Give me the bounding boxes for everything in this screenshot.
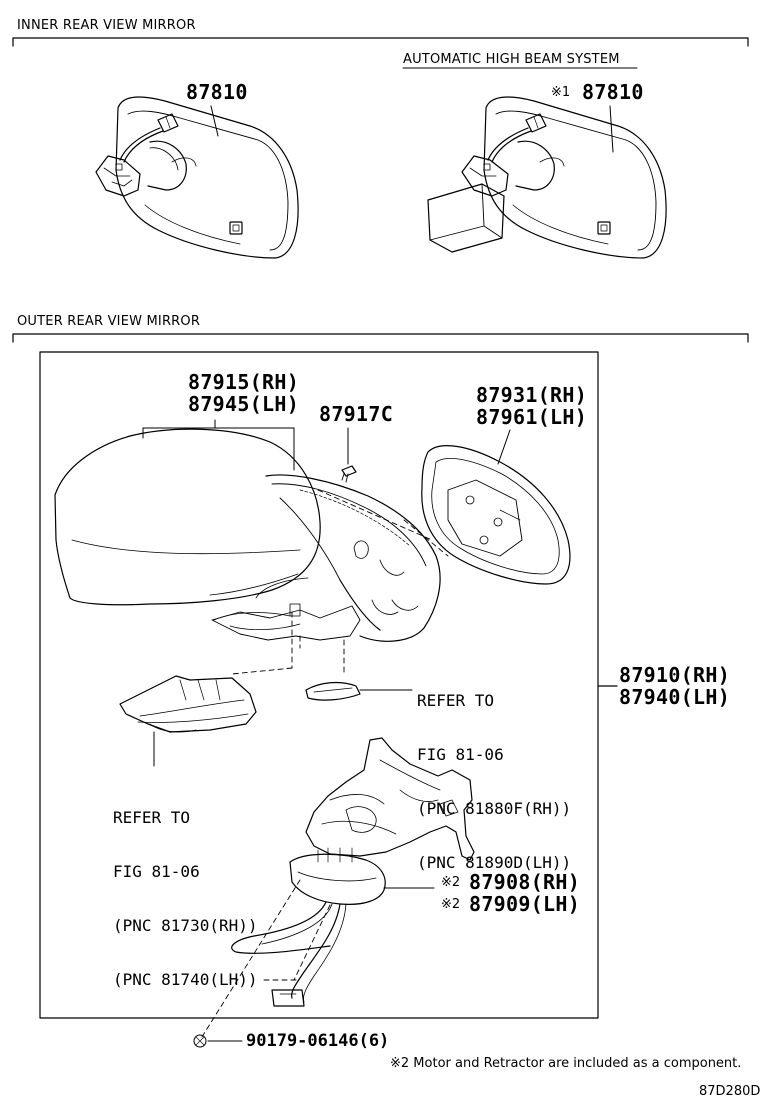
refer-lower-line-4: (PNC 81740(LH)) [113,970,258,989]
turn-signal-illustration [119,675,257,733]
leader-87931 [497,429,511,465]
mirror-housing-illustration [211,474,441,642]
inner-section-bracket [12,37,749,47]
part-number-87810: 87810 [186,80,248,104]
figure-code: 87D280D [699,1084,760,1099]
refer-lower-line-2: FIG 81-06 [113,862,200,881]
refer-upper-line-4: (PNC 81890D(LH)) [417,853,572,872]
refer-upper-note: REFER TO FIG 81-06 (PNC 81880F(RH)) (PNC… [417,656,571,890]
inner-section-title: INNER REAR VIEW MIRROR [17,18,196,33]
footnote: ※2 Motor and Retractor are included as a… [390,1056,742,1071]
part-number-87931: 87931(RH) [476,383,588,407]
part-number-87940: 87940(LH) [619,685,731,709]
part-number-87810-ahb: 87810 [582,80,644,104]
outer-section-title: OUTER REAR VIEW MIRROR [17,314,201,329]
refer-lower-line-3: (PNC 81730(RH)) [113,916,258,935]
part-number-87909: 87909(LH) [469,892,581,916]
side-lamp-illustration [305,681,361,701]
leader-87810-left [210,105,219,137]
mirror-glass-illustration [421,445,571,585]
leader-87810-right [609,105,614,153]
refer-upper-line-1: REFER TO [417,691,495,710]
clip-90179-illustration [193,1034,207,1048]
part-number-87961: 87961(LH) [476,405,588,429]
ahb-mark: ※1 [551,85,571,100]
part-number-90179: 90179-06146(6) [246,1031,390,1051]
assembly-dashed-lines [199,489,449,1041]
motor-mark-lh: ※2 [441,897,461,912]
motor-mark-rh: ※2 [441,875,461,890]
screw-87917c-illustration [341,465,357,483]
refer-lower-line-1: REFER TO [113,808,191,827]
leader-cover [142,419,295,471]
ahb-mirror-illustration [427,96,667,259]
part-number-87908: 87908(RH) [469,870,581,894]
refer-upper-line-3: (PNC 81880F(RH)) [417,799,572,818]
part-number-87917c: 87917C [319,402,394,426]
ahb-subsection-title: AUTOMATIC HIGH BEAM SYSTEM [403,52,620,67]
outer-assembly-frame [39,351,599,1019]
refer-upper-line-2: FIG 81-06 [417,745,504,764]
part-number-87915: 87915(RH) [188,370,300,394]
part-number-87945: 87945(LH) [188,392,300,416]
motor-retractor-illustration [231,737,475,1007]
outer-section-bracket [12,333,749,343]
mirror-cover-illustration [54,428,321,621]
part-number-87910: 87910(RH) [619,663,731,687]
refer-lower-note: REFER TO FIG 81-06 (PNC 81730(RH)) (PNC … [113,773,258,1007]
inner-mirror-illustration [95,96,299,259]
